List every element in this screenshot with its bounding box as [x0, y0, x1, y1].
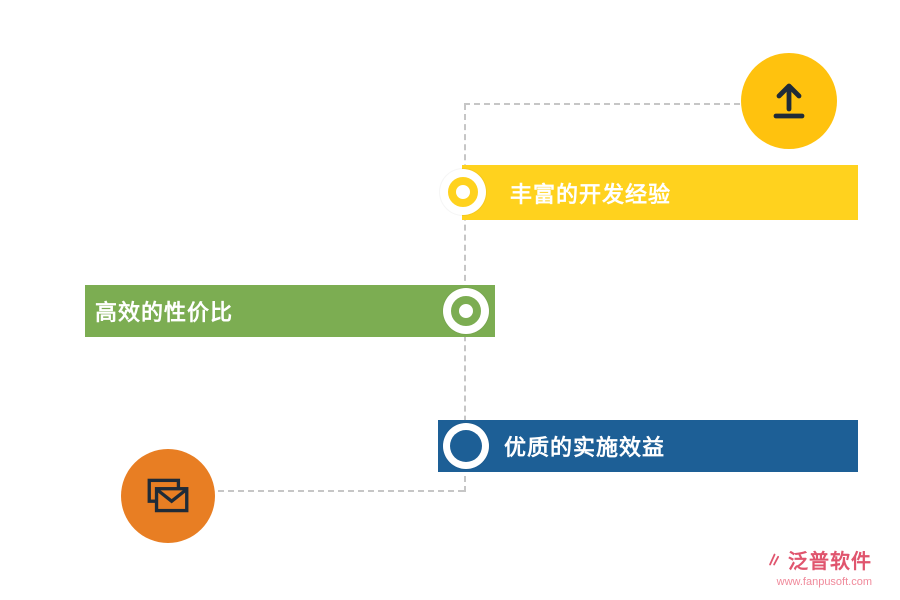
marker-development-experience — [440, 169, 486, 215]
marker-blue-dot — [450, 430, 482, 462]
connector-top-line — [464, 103, 790, 105]
mail-icon — [147, 478, 189, 513]
upload-circle — [741, 53, 837, 149]
marker-green-ring — [451, 296, 481, 326]
banner-cost-performance: 高效的性价比 — [85, 285, 495, 337]
brand-name: 泛普软件 — [788, 551, 872, 573]
banner-implementation-benefit-label: 优质的实施效益 — [504, 435, 666, 460]
mail-circle — [121, 449, 215, 543]
banner-implementation-benefit: 优质的实施效益 — [438, 420, 858, 472]
footer-brand-row: 泛普软件 — [766, 545, 872, 574]
marker-implementation-benefit — [443, 423, 489, 469]
footer-brand: 泛普软件 www.fanpusoft.com — [766, 545, 872, 588]
marker-yellow-ring — [448, 177, 478, 207]
banner-development-experience-label: 丰富的开发经验 — [510, 181, 672, 207]
banner-development-experience: 丰富的开发经验 — [462, 165, 858, 220]
banner-cost-performance-label: 高效的性价比 — [95, 300, 234, 325]
upload-icon — [773, 83, 805, 119]
fanpu-logo-icon — [769, 553, 780, 565]
connector-bottom-line — [168, 490, 464, 492]
marker-cost-performance — [443, 288, 489, 334]
brand-url: www.fanpusoft.com — [776, 576, 872, 588]
